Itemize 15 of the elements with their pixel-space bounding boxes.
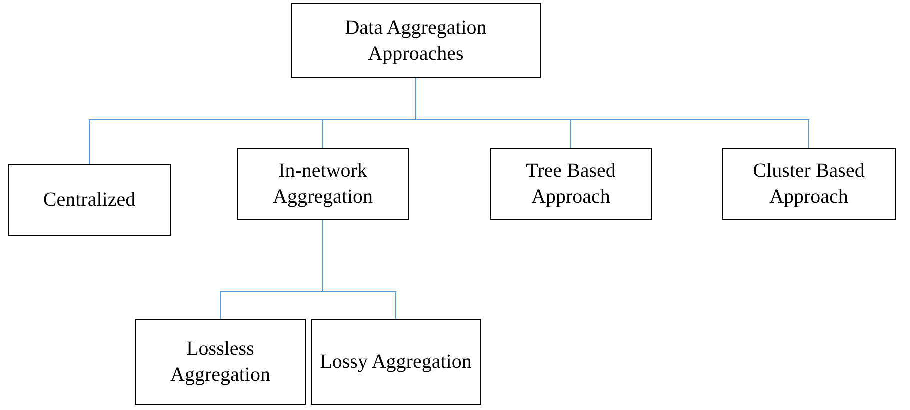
category-box [135, 319, 306, 405]
box-label: Lossless Aggregation [170, 337, 272, 388]
box-label: In-network Aggregation [272, 159, 374, 210]
box-label: Data Aggregation Approaches [344, 16, 488, 66]
connector-line [322, 220, 396, 320]
category-box [490, 148, 652, 220]
category-box [722, 148, 896, 220]
category-box [311, 319, 481, 405]
box-label: Tree Based Approach [525, 159, 617, 210]
box-label: Centralized [43, 188, 136, 213]
category-box [291, 3, 541, 78]
category-box [8, 164, 171, 236]
box-label: Cluster Based Approach [752, 159, 866, 210]
box-label: Lossy Aggregation [320, 350, 472, 375]
category-box [237, 148, 409, 220]
